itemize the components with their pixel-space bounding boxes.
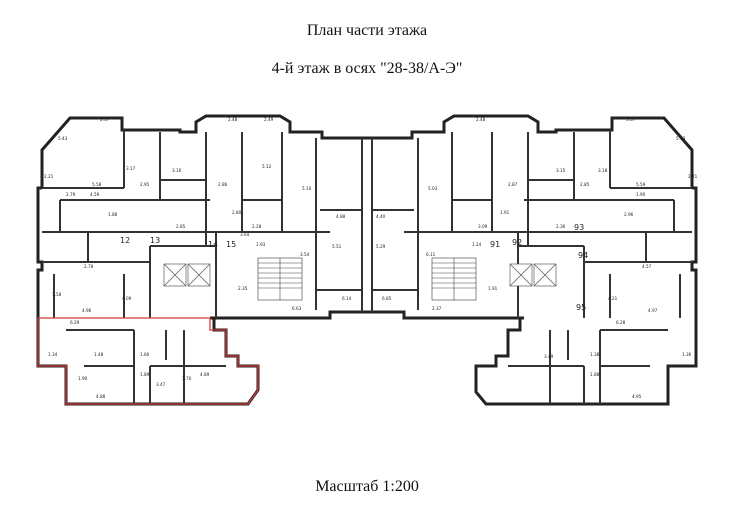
dimension-label: 4.95 <box>632 394 642 399</box>
dimension-label: 3.09 <box>478 224 488 229</box>
elevator-left <box>163 263 211 287</box>
dimension-label: 1.24 <box>472 242 482 247</box>
dimension-label: 1.88 <box>108 212 118 217</box>
dimension-label: 2.36 <box>556 224 566 229</box>
dimension-label: 3.16 <box>172 168 182 173</box>
dimension-label: 2.35 <box>238 286 248 291</box>
dimension-label: 2.78 <box>84 264 94 269</box>
dimension-label: 3.64 <box>240 232 250 237</box>
dimension-label: 1.38 <box>590 352 600 357</box>
dimension-label: 2.37 <box>100 117 110 122</box>
room-number: 12 <box>120 236 130 245</box>
dimension-label: 2.21 <box>688 174 698 179</box>
dimension-label: 4.88 <box>96 394 106 399</box>
dimension-label: 2.86 <box>218 182 228 187</box>
dimension-label: 4.59 <box>90 192 100 197</box>
room-number: 13 <box>150 236 160 245</box>
dimension-label: 4.88 <box>336 214 346 219</box>
room-number: 94 <box>578 251 588 260</box>
room-number: 95 <box>576 303 586 312</box>
dimension-label: 1.93 <box>256 242 266 247</box>
dimension-label: 3.49 <box>544 354 554 359</box>
dimension-label: 6.85 <box>382 296 392 301</box>
dimension-label: 1.90 <box>636 192 646 197</box>
dimension-label: 1.88 <box>590 372 600 377</box>
dimension-label: 4.89 <box>200 372 210 377</box>
dimension-label: 5.29 <box>376 244 386 249</box>
dimension-label: 1.91 <box>488 286 498 291</box>
dimension-label: 4.97 <box>648 308 658 313</box>
dimension-label: 3.54 <box>300 252 310 257</box>
stairwell-left <box>257 257 303 301</box>
dimension-label: 1.60 <box>140 352 150 357</box>
interior-walls-left <box>42 130 363 404</box>
room-number: 93 <box>574 223 584 232</box>
dimension-label: 5.43 <box>676 136 686 141</box>
dimension-label: 2.49 <box>264 117 274 122</box>
dimension-label: 3.18 <box>598 168 608 173</box>
dimension-label: 5.59 <box>636 182 646 187</box>
dimension-label: 2.37 <box>432 306 442 311</box>
dimension-label: 5.43 <box>58 136 68 141</box>
dimension-label: 2.80 <box>232 210 242 215</box>
dimension-label: 2.85 <box>176 224 186 229</box>
dimension-label: 3.15 <box>556 168 566 173</box>
room-number: 15 <box>226 240 236 249</box>
outer-walls <box>36 114 698 406</box>
dimension-label: 3.47 <box>156 382 166 387</box>
dimension-label: 6.63 <box>292 306 302 311</box>
dimension-label: 3.37 <box>626 117 636 122</box>
dimension-label: 1.58 <box>52 292 62 297</box>
dimension-label: 1.89 <box>140 372 150 377</box>
dimension-label: 1.91 <box>500 210 510 215</box>
dimension-label: 1.36 <box>682 352 692 357</box>
dimension-label: 5.10 <box>302 186 312 191</box>
dimension-label: 1.90 <box>78 376 88 381</box>
room-number: 14 <box>208 240 218 249</box>
dimension-label: 2.79 <box>66 192 76 197</box>
dimension-label: 4.40 <box>376 214 386 219</box>
room-number: 92 <box>512 238 522 247</box>
dimension-label: 2.48 <box>476 117 486 122</box>
dimension-label: 5.03 <box>428 186 438 191</box>
plan-title: План части этажа <box>306 22 428 39</box>
stairwell-right <box>431 257 477 301</box>
dimension-label: 4.21 <box>608 296 618 301</box>
dimension-label: 4.57 <box>642 264 652 269</box>
interior-walls-right <box>371 130 692 404</box>
elevator-right <box>509 263 557 287</box>
dimension-label: 4.09 <box>122 296 132 301</box>
dimension-labels: 2.37 2.48 2.49 2.48 3.37 5.43 5.43 5.58 5.59 2.21… <box>44 117 698 399</box>
dimension-label: 1.70 <box>182 376 192 381</box>
dimension-label: 1.34 <box>48 352 58 357</box>
dimension-label: 2.95 <box>140 182 150 187</box>
room-numbers: 12 13 14 15 91 92 93 94 95 <box>120 223 588 312</box>
dimension-label: 3.17 <box>126 166 136 171</box>
dimension-label: 2.48 <box>228 117 238 122</box>
dimension-label: 6.28 <box>616 320 626 325</box>
dimension-label: 6.11 <box>426 252 436 257</box>
dimension-label: 6.29 <box>70 320 80 325</box>
dimension-label: 5.58 <box>92 182 102 187</box>
dimension-label: 5.12 <box>262 164 272 169</box>
plan-subtitle: 4-й этаж в осях "28-38/А-Э" <box>271 60 463 77</box>
dimension-label: 2.87 <box>508 182 518 187</box>
scale-label: Масштаб 1:200 <box>315 478 419 495</box>
dimension-label: 6.14 <box>342 296 352 301</box>
dimension-label: 2.28 <box>252 224 262 229</box>
highlighted-apartment <box>37 317 259 405</box>
dimension-label: 4.96 <box>82 308 92 313</box>
dimension-label: 1.48 <box>94 352 104 357</box>
dimension-label: 2.85 <box>580 182 590 187</box>
dimension-label: 2.21 <box>44 174 54 179</box>
dimension-label: 5.51 <box>332 244 342 249</box>
room-number: 91 <box>490 240 500 249</box>
dimension-label: 2.96 <box>624 212 634 217</box>
